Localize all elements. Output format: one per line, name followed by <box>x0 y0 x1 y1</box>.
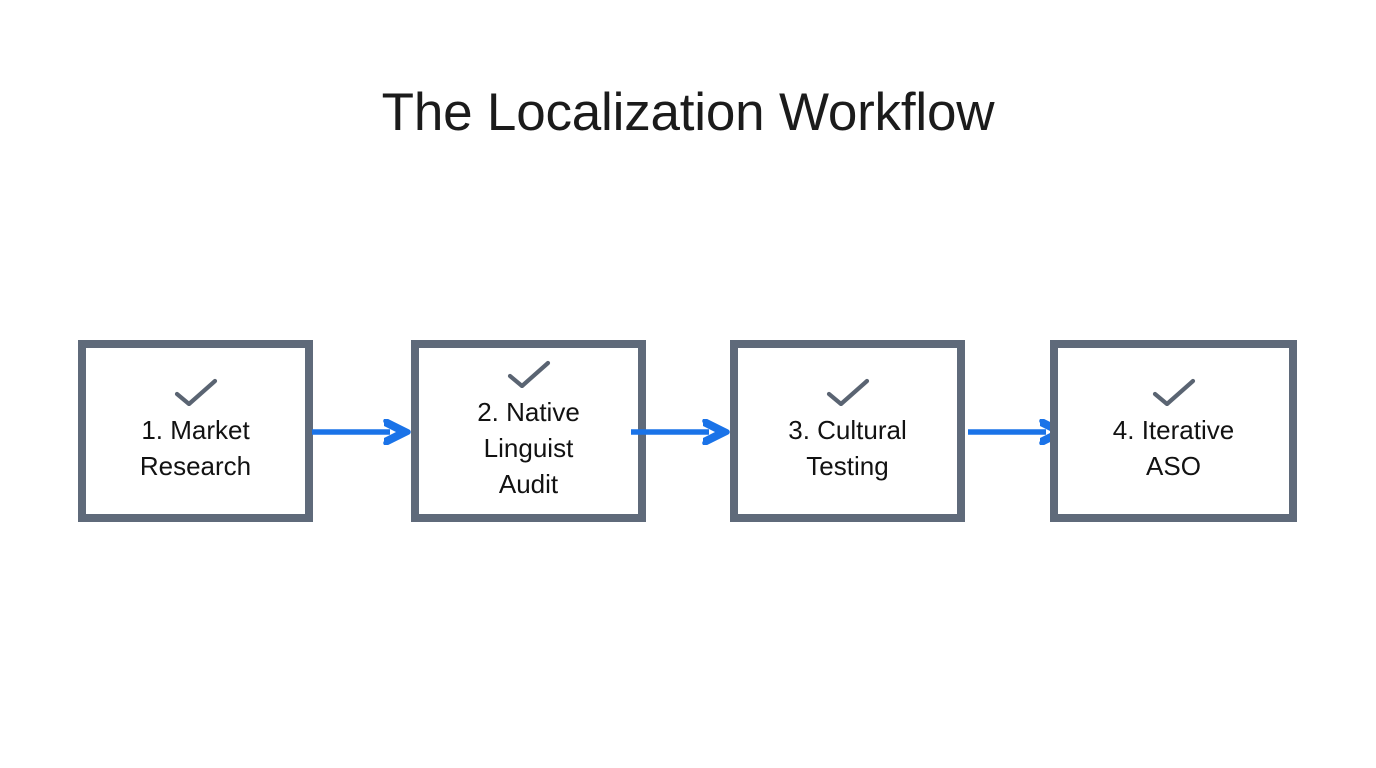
arrow-right-icon-1 <box>312 419 411 445</box>
check-icon <box>506 360 552 388</box>
arrow-right-icon-2 <box>631 419 730 445</box>
workflow-step-4[interactable]: 4. Iterative ASO <box>1050 340 1297 522</box>
page-title: The Localization Workflow <box>381 83 995 142</box>
workflow-step-3-label: 3. Cultural Testing <box>788 415 907 481</box>
check-icon <box>173 378 219 406</box>
workflow-diagram: 1. Market Research 2. Native Linguist Au… <box>78 340 1298 522</box>
check-icon <box>825 378 871 406</box>
workflow-step-3[interactable]: 3. Cultural Testing <box>730 340 965 522</box>
workflow-step-2[interactable]: 2. Native Linguist Audit <box>411 340 646 522</box>
workflow-step-2-label: 2. Native Linguist Audit <box>477 397 580 499</box>
workflow-step-1[interactable]: 1. Market Research <box>78 340 313 522</box>
workflow-step-4-label: 4. Iterative ASO <box>1112 415 1235 481</box>
workflow-step-1-label: 1. Market Research <box>139 415 252 481</box>
check-icon <box>1151 378 1197 406</box>
